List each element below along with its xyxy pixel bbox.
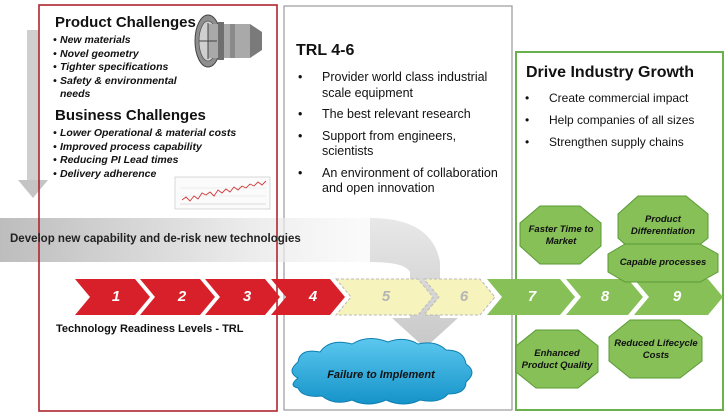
list-item: Novel geometry (53, 48, 203, 62)
down-arrow-icon (18, 30, 48, 198)
failure-text: Failure to Implement (327, 369, 435, 381)
trl-chevrons (75, 278, 723, 316)
product-challenges-list: New materials Novel geometry Tighter spe… (53, 34, 203, 102)
list-item: New materials (53, 34, 203, 48)
level-2: 2 (177, 288, 187, 305)
trl-mid-title: TRL 4-6 (296, 42, 355, 59)
business-challenges-list: Lower Operational & material costs Impro… (53, 127, 273, 181)
list-item: Tighter specifications (53, 61, 203, 75)
jet-engine-icon (194, 14, 262, 68)
industry-growth-list: Create commercial impact Help companies … (519, 91, 724, 157)
sales-line-chart-icon (174, 176, 271, 210)
benefit-lifecycle: Reduced Lifecycle Costs (614, 338, 698, 361)
benefit-octagons (515, 195, 719, 389)
level-4: 4 (308, 288, 318, 305)
level-6: 6 (459, 288, 469, 305)
business-challenges-title: Business Challenges (55, 107, 206, 124)
banner-text: Develop new capability and de-risk new t… (10, 233, 301, 245)
list-item: Improved process capability (53, 141, 273, 155)
level-5: 5 (381, 288, 391, 305)
level-7: 7 (527, 288, 537, 305)
list-item: Help companies of all sizes (519, 113, 724, 128)
list-item: Support from engineers, scientists (292, 129, 508, 160)
list-item: Reducing PI Lead times (53, 154, 273, 168)
challenges-box (38, 4, 278, 412)
product-challenges-title: Product Challenges (55, 14, 196, 31)
failure-cloud (291, 338, 473, 405)
list-item: Delivery adherence (53, 168, 273, 182)
trl-label: Technology Readiness Levels - TRL (56, 323, 244, 335)
benefit-differentiation: Product Differentiation (630, 214, 696, 237)
benefit-faster: Faster Time to Market (528, 224, 594, 247)
list-item: Lower Operational & material costs (53, 127, 273, 141)
list-item: Strengthen supply chains (519, 135, 724, 150)
list-item: Create commercial impact (519, 91, 724, 106)
level-3: 3 (242, 288, 252, 305)
benefit-capable: Capable processes (619, 257, 707, 268)
level-8: 8 (600, 288, 610, 305)
list-item: The best relevant research (292, 107, 508, 123)
level-1: 1 (111, 288, 121, 305)
list-item: An environment of collaboration and open… (292, 166, 508, 197)
list-item: Safety & environmental needs (53, 75, 203, 102)
benefit-quality: Enhanced Product Quality (521, 348, 593, 371)
list-item: Provider world class industrial scale eq… (292, 70, 508, 101)
industry-growth-title: Drive Industry Growth (526, 64, 695, 81)
level-9: 9 (672, 288, 682, 305)
trl-mid-list: Provider world class industrial scale eq… (292, 70, 508, 203)
